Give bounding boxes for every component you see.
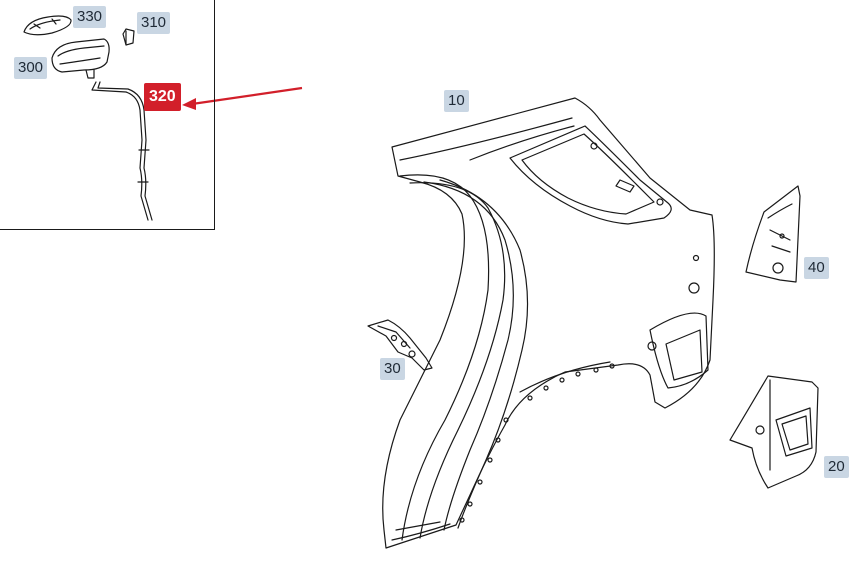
- pointer-arrow: [182, 86, 303, 110]
- callout-30[interactable]: 30: [380, 358, 405, 380]
- callout-300[interactable]: 300: [14, 57, 48, 79]
- part-30-bracket: [367, 319, 433, 371]
- part-10-quarter-panel: [382, 97, 715, 549]
- part-310-clip: [122, 28, 135, 46]
- inset-frame: [0, 0, 215, 230]
- callout-10[interactable]: 10: [444, 90, 469, 112]
- part-300-housing: [51, 38, 110, 79]
- callout-20[interactable]: 20: [824, 456, 849, 478]
- part-40-bracket: [745, 185, 801, 283]
- part-320-drain-hose: [91, 81, 153, 221]
- part-330-cover: [23, 15, 72, 36]
- callout-40[interactable]: 40: [804, 257, 829, 279]
- part-20-rear-panel: [729, 375, 819, 489]
- callout-330[interactable]: 330: [73, 6, 107, 28]
- callout-310[interactable]: 310: [137, 12, 171, 34]
- callout-320[interactable]: 320: [144, 83, 181, 111]
